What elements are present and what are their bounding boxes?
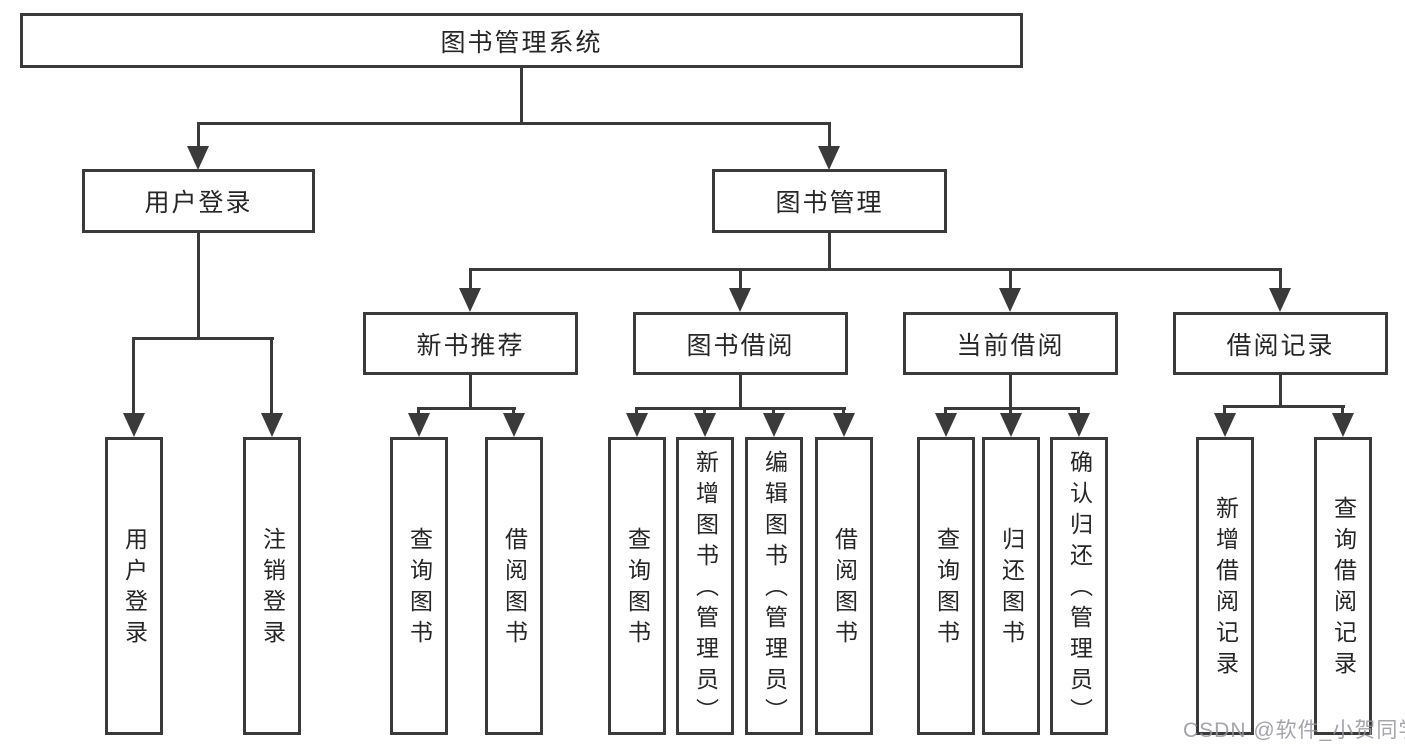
leaf-edit-book-admin: 编辑图书（管理员） (745, 437, 803, 735)
arrowhead-query-borrow-record (1332, 413, 1354, 437)
arrowhead-return-books (1000, 413, 1022, 437)
node-book-borrowing: 图书借阅 (633, 312, 848, 375)
node-user-login: 用户登录 (82, 169, 315, 233)
arrowhead-query-books-3 (935, 413, 957, 437)
connector-stem (635, 407, 638, 417)
connector-stem (1341, 405, 1344, 417)
arrowhead-user-login (187, 146, 209, 170)
arrowhead-new-books (459, 288, 481, 312)
connector-stem (1077, 407, 1080, 417)
arrowhead-borrow-records (1269, 288, 1291, 312)
connector-leaf-logout-stem (270, 337, 273, 415)
connector-book-mgmt-stem (828, 122, 831, 150)
leaf-borrow-books-1: 借阅图书 (485, 437, 543, 735)
node-root: 图书管理系统 (20, 13, 1023, 68)
arrowhead-borrow-books-1 (503, 413, 525, 437)
arrowhead-query-books-1 (408, 413, 430, 437)
arrowhead-confirm-return (1068, 413, 1090, 437)
connector-user-login-down (197, 233, 200, 339)
connector-current-borrow-stem (1009, 268, 1012, 292)
watermark: CSDN @软件_小贺同学 (1183, 719, 1405, 742)
connector-stem (944, 407, 947, 417)
arrowhead-leaf-login (123, 413, 145, 437)
connector-current-borrow-split (945, 407, 1080, 410)
connector-borrow-records-split (1224, 405, 1345, 408)
connector-stem (512, 407, 515, 417)
arrowhead-borrow-books-2 (833, 413, 855, 437)
connector-current-borrow-down (1009, 375, 1012, 409)
arrowhead-book-borrow (729, 288, 751, 312)
leaf-confirm-return-admin: 确认归还（管理员） (1050, 437, 1108, 735)
connector-stem (842, 407, 845, 417)
leaf-borrow-books-2: 借阅图书 (815, 437, 873, 735)
leaf-query-books-1: 查询图书 (390, 437, 448, 735)
arrowhead-book-mgmt (818, 146, 840, 170)
connector-book-mgmt-down (828, 233, 831, 270)
node-book-management: 图书管理 (712, 169, 947, 233)
connector-root-split (197, 122, 831, 125)
node-new-book-recommend: 新书推荐 (363, 312, 578, 375)
leaf-add-book-admin: 新增图书（管理员） (676, 437, 734, 735)
connector-stem (772, 407, 775, 417)
connector-new-books-down (469, 375, 472, 409)
connector-leaf-login-stem (132, 337, 135, 415)
leaf-query-borrow-record: 查询借阅记录 (1314, 437, 1372, 735)
connector-user-login-stem (197, 122, 200, 150)
leaf-return-books: 归还图书 (982, 437, 1040, 735)
connector-new-books-stem (469, 268, 472, 292)
connector-stem (1009, 407, 1012, 417)
arrowhead-query-books-2 (626, 413, 648, 437)
connector-book-borrow-split (636, 407, 846, 410)
node-current-borrowing: 当前借阅 (903, 312, 1118, 375)
connector-root-stem (520, 68, 523, 122)
arrowhead-leaf-logout (261, 413, 283, 437)
leaf-query-books-2: 查询图书 (608, 437, 666, 735)
leaf-user-login: 用户登录 (105, 437, 163, 735)
connector-book-borrow-down (739, 375, 742, 409)
connector-borrow-records-stem (1279, 268, 1282, 292)
node-borrow-records: 借阅记录 (1173, 312, 1388, 375)
connector-stem (1223, 405, 1226, 417)
connector-user-login-split (132, 337, 274, 340)
arrowhead-add-book (694, 413, 716, 437)
arrowhead-edit-book (763, 413, 785, 437)
connector-stem (703, 407, 706, 417)
leaf-logout: 注销登录 (243, 437, 301, 735)
leaf-query-books-3: 查询图书 (917, 437, 975, 735)
connector-new-books-split (418, 407, 516, 410)
leaf-add-borrow-record: 新增借阅记录 (1196, 437, 1254, 735)
connector-book-borrow-stem (739, 268, 742, 292)
connector-book-mgmt-split (469, 268, 1282, 271)
connector-borrow-records-down (1279, 375, 1282, 407)
arrowhead-current-borrow (999, 288, 1021, 312)
connector-stem (417, 407, 420, 417)
arrowhead-add-borrow-record (1214, 413, 1236, 437)
